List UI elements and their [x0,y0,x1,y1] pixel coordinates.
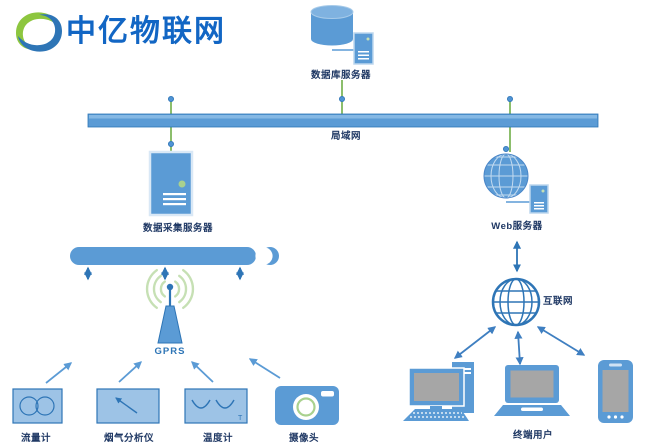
database-server-label: 数据库服务器 [310,70,372,81]
gas-analyzer-icon [96,388,160,424]
desktop-computer-icon [403,362,474,421]
flow-meter-icon [12,388,63,424]
camera-icon [275,386,339,425]
laptop-icon [494,365,570,416]
database-icon [310,5,374,65]
logo-title: 中亿物联网 [66,15,226,48]
connector-dots [167,96,513,152]
client-arrows [453,326,586,366]
internet-globe-icon [491,277,541,327]
internet-label: 互联网 [543,296,574,307]
radio-waves-icon [145,269,195,309]
gprs-antenna-icon [145,269,195,344]
thermometer-label: 温度计 [202,433,234,444]
gprs-label: GPRS [154,346,186,357]
pipe-arrows [83,266,245,281]
collect-server-icon [148,150,194,217]
thermometer-icon: T [184,388,248,424]
camera-label: 摄像头 [288,433,320,444]
pipe-icon [70,247,279,265]
smartphone-icon [598,360,633,423]
lan-bus-bar [87,113,599,128]
logo-icon [16,12,62,52]
thermometer-t-marker: T [238,415,243,422]
collect-server-label: 数据采集服务器 [142,223,214,234]
logo [8,6,70,58]
sensor-uplink-arrows [45,358,281,384]
web-server-icon [483,153,549,214]
clients-label: 终端用户 [512,430,554,441]
web-server-label: Web服务器 [491,221,543,232]
lan-label: 局域网 [330,131,362,142]
gas-analyzer-label: 烟气分析仪 [103,433,155,444]
flow-meter-label: 流量计 [20,433,52,444]
